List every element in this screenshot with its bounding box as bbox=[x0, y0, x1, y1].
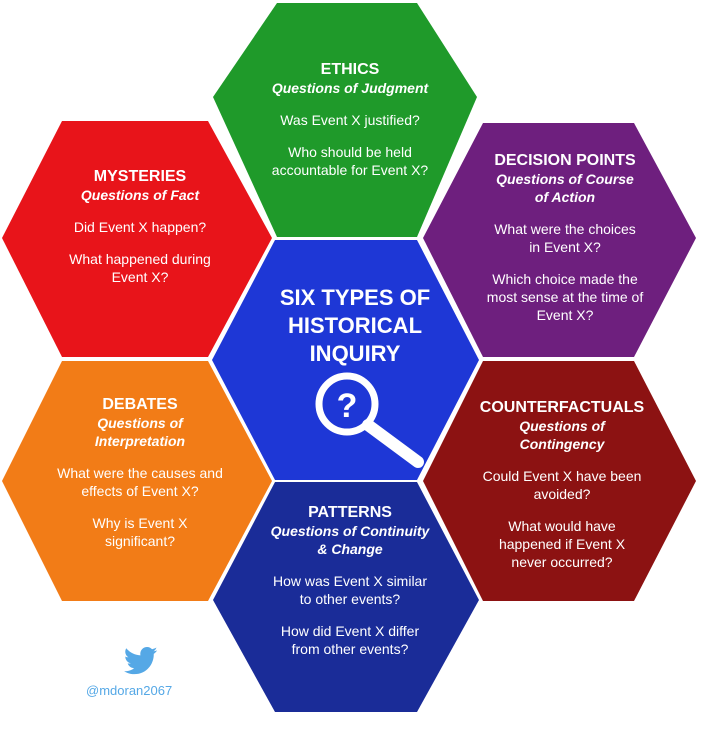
counterfactuals-text: COUNTERFACTUALS Questions of Contingency… bbox=[462, 398, 662, 571]
debates-title: DEBATES bbox=[102, 396, 178, 413]
center-title: SIX TYPES OF HISTORICAL INQUIRY bbox=[250, 284, 460, 368]
decision-points-question-1: What were the choices in Event X? bbox=[494, 221, 636, 255]
mysteries-text: MYSTERIES Questions of Fact Did Event X … bbox=[45, 167, 235, 286]
counterfactuals-subtitle: Questions of Contingency bbox=[519, 418, 605, 452]
patterns-text: PATTERNS Questions of Continuity & Chang… bbox=[250, 503, 450, 658]
hex-debates bbox=[2, 361, 272, 601]
hex-counterfactuals bbox=[423, 361, 696, 601]
hex-decision-points bbox=[423, 123, 696, 357]
patterns-subtitle: Questions of Continuity & Change bbox=[270, 523, 430, 557]
twitter-bird-icon bbox=[124, 646, 158, 675]
mysteries-question-1: Did Event X happen? bbox=[73, 219, 207, 235]
mysteries-title: MYSTERIES bbox=[93, 168, 187, 185]
center-title-line-3: INQUIRY bbox=[309, 341, 401, 366]
hex-center bbox=[212, 240, 479, 480]
ethics-title: ETHICS bbox=[320, 61, 380, 78]
decision-points-text: DECISION POINTS Questions of Course of A… bbox=[470, 151, 660, 324]
counterfactuals-question-2: What would have happened if Event X neve… bbox=[498, 518, 626, 570]
magnifier-question-icon: ? bbox=[315, 372, 424, 468]
mysteries-question-2: What happened during Event X? bbox=[69, 251, 211, 285]
debates-question-1: What were the causes and effects of Even… bbox=[57, 465, 223, 499]
decision-points-question-2: Which choice made the most sense at the … bbox=[486, 271, 644, 323]
ethics-question-1: Was Event X justified? bbox=[280, 112, 420, 128]
patterns-question-1: How was Event X similar to other events? bbox=[272, 573, 428, 607]
counterfactuals-question-1: Could Event X have been avoided? bbox=[482, 468, 642, 502]
ethics-subtitle: Questions of Judgment bbox=[271, 80, 429, 96]
twitter-handle: @mdoran2067 bbox=[86, 683, 173, 698]
counterfactuals-title: COUNTERFACTUALS bbox=[479, 399, 645, 416]
hex-patterns bbox=[213, 482, 479, 712]
decision-points-title: DECISION POINTS bbox=[494, 152, 636, 169]
patterns-question-2: How did Event X differ from other events… bbox=[280, 623, 420, 657]
hex-ethics bbox=[213, 3, 477, 237]
ethics-text: ETHICS Questions of Judgment Was Event X… bbox=[255, 60, 445, 179]
svg-text:?: ? bbox=[337, 387, 358, 425]
decision-points-subtitle: Questions of Course of Action bbox=[496, 171, 634, 205]
patterns-title: PATTERNS bbox=[308, 504, 392, 521]
center-title-line-1: SIX TYPES OF bbox=[279, 285, 431, 310]
debates-text: DEBATES Questions of Interpretation What… bbox=[45, 395, 235, 550]
mysteries-subtitle: Questions of Fact bbox=[80, 187, 200, 203]
ethics-question-2: Who should be held accountable for Event… bbox=[271, 144, 429, 178]
hex-mysteries bbox=[2, 121, 272, 357]
debates-subtitle: Questions of Interpretation bbox=[94, 415, 186, 449]
debates-question-2: Why is Event X significant? bbox=[92, 515, 188, 549]
center-title-line-2: HISTORICAL bbox=[287, 313, 423, 338]
